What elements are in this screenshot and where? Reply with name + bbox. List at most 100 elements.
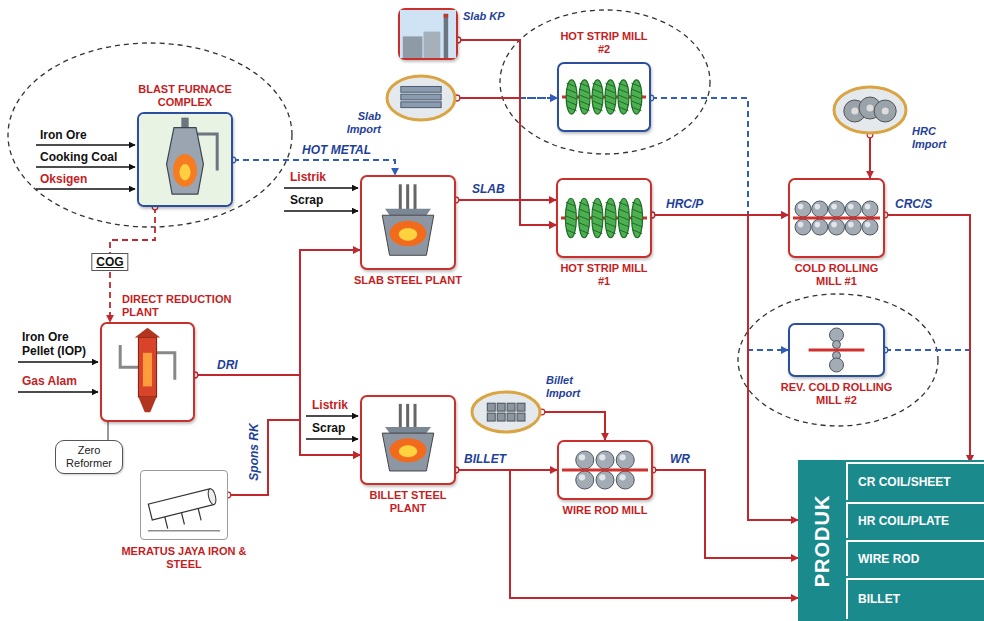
flow-line — [885, 215, 970, 462]
roller-shine — [599, 454, 605, 460]
flow-line — [457, 98, 556, 225]
coil-turn — [593, 83, 603, 87]
kiln-group — [148, 488, 220, 532]
input-label: Iron Ore — [40, 128, 87, 142]
roller-shine — [848, 222, 854, 228]
billet-bar — [487, 413, 495, 421]
flow-line — [651, 98, 788, 215]
coil — [874, 100, 896, 122]
coil-spring — [592, 198, 603, 238]
unit-heading: HOT STRIP MILL #1 — [554, 262, 654, 288]
coil-turn — [580, 83, 590, 87]
coil-turn — [606, 223, 616, 227]
product-name: HR COIL/PLATE — [848, 504, 984, 538]
flow-line — [885, 350, 970, 462]
input-arrow — [306, 438, 358, 440]
product-row: CR COIL/SHEET — [846, 462, 984, 500]
vessel-shape — [382, 433, 434, 471]
roller-shine — [865, 204, 871, 210]
coil-turn — [579, 202, 589, 206]
flow-label: COG — [91, 253, 128, 271]
input-arrow — [18, 391, 98, 393]
source-label: HRC Import — [912, 125, 964, 151]
input-arrow — [36, 166, 135, 168]
supplier-box: MERATUS JAYA IRON & STEEL — [140, 470, 228, 540]
furnace-glow — [179, 164, 190, 180]
roller — [795, 201, 811, 217]
roller — [862, 219, 878, 235]
unit-illustration — [141, 471, 227, 539]
coil-turn — [631, 89, 641, 93]
coil-turn — [579, 209, 589, 213]
coil-turn — [619, 202, 629, 206]
roller-shine — [815, 204, 821, 210]
source-photo: Slab KP — [398, 8, 458, 60]
billet-bar — [517, 413, 525, 421]
coil-turn — [618, 89, 628, 93]
building — [424, 32, 441, 58]
flow-line — [456, 470, 798, 598]
roller — [795, 219, 811, 235]
roller — [845, 201, 861, 217]
slab — [401, 86, 441, 92]
unit-heading: BILLET STEEL PLANT — [353, 489, 463, 515]
unit-heading: DIRECT REDUCTION PLANT — [122, 293, 236, 319]
icon-ground — [139, 114, 231, 205]
unit-illustration — [559, 442, 651, 498]
roller — [830, 328, 844, 342]
electrode — [406, 404, 409, 430]
roller-shine — [619, 474, 625, 480]
input-label: Gas Alam — [22, 374, 77, 388]
unit-illustration — [470, 390, 542, 434]
product-name: WIRE ROD — [848, 542, 984, 576]
coil-core — [867, 105, 874, 112]
input-label: Iron Ore Pellet (IOP) — [22, 330, 98, 358]
import-photo: Billet Import — [470, 390, 542, 434]
input-label: Cooking Coal — [40, 150, 117, 164]
coil-spring — [631, 80, 642, 114]
coil-turn — [618, 83, 628, 87]
vessel-shape — [382, 215, 434, 255]
mill-box: WIRE ROD MILL — [557, 440, 653, 500]
source-label: Billet Import — [546, 374, 598, 400]
roller-shine — [619, 454, 625, 460]
import-photo: HRC Import — [832, 85, 908, 135]
input-label: Listrik — [290, 170, 326, 184]
coil-turn — [606, 209, 616, 213]
input-label: Scrap — [290, 193, 323, 207]
coil-turn — [592, 230, 602, 234]
roller — [833, 341, 841, 349]
unit-illustration — [362, 177, 454, 268]
roller-shine — [865, 222, 871, 228]
flow-line — [456, 199, 556, 201]
callout-box: Zero Reformer — [55, 440, 123, 474]
coil-turn — [593, 107, 603, 111]
coil-spring — [592, 80, 603, 114]
unit-illustration — [385, 74, 457, 122]
shaft-glow — [143, 353, 152, 387]
electrode — [414, 184, 417, 211]
roller-shine — [831, 204, 837, 210]
product-name: CR COIL/SHEET — [848, 464, 984, 500]
electrode — [399, 184, 402, 211]
billet-bar — [507, 403, 515, 411]
coil-turn — [619, 230, 629, 234]
roller — [845, 219, 861, 235]
coil-turn — [579, 216, 589, 220]
billet-bar — [507, 413, 515, 421]
input-label: Scrap — [312, 421, 345, 435]
icon-part — [157, 353, 175, 380]
coil-turn — [579, 230, 589, 234]
unit-heading: BLAST FURNACE COMPLEX — [135, 83, 235, 109]
building — [403, 36, 423, 58]
coil-turn — [580, 95, 590, 99]
coil-turn — [579, 223, 589, 227]
roller-shine — [579, 454, 585, 460]
melt-glow — [399, 445, 417, 457]
chimney — [444, 14, 448, 58]
mill-box: HOT STRIP MILL #1 — [556, 178, 652, 258]
flow-label: SLAB — [470, 182, 507, 196]
flow-label: CRC/S — [893, 197, 934, 211]
unit-illustration — [362, 397, 454, 483]
